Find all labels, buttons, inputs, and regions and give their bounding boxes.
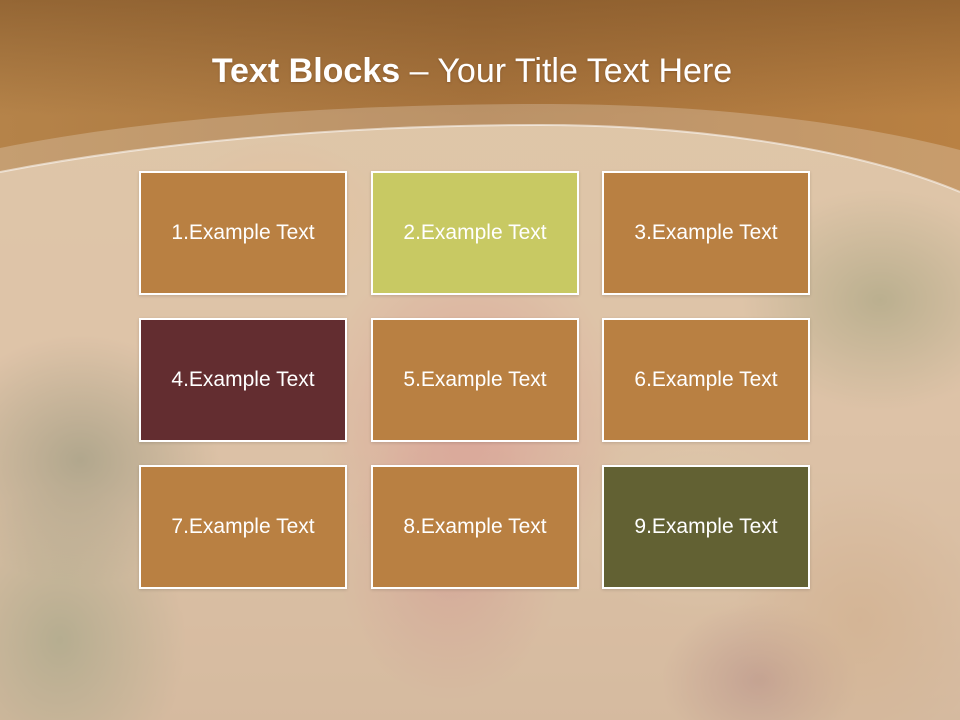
text-block-5[interactable]: 5.Example Text	[371, 318, 579, 442]
text-block-label: 6.Example Text	[634, 368, 778, 391]
text-block-7[interactable]: 7.Example Text	[139, 465, 347, 589]
slide-title: Text Blocks – Your Title Text Here	[0, 52, 944, 91]
text-block-6[interactable]: 6.Example Text	[602, 318, 810, 442]
text-block-label: 3.Example Text	[634, 221, 778, 244]
text-block-2[interactable]: 2.Example Text	[371, 171, 579, 295]
title-separator: –	[409, 52, 429, 90]
title-bold: Text Blocks	[211, 52, 401, 90]
text-block-label: 7.Example Text	[171, 515, 315, 538]
title-rest: Your Title Text Here	[437, 52, 733, 90]
text-block-8[interactable]: 8.Example Text	[371, 465, 579, 589]
text-block-9[interactable]: 9.Example Text	[602, 465, 810, 589]
text-block-3[interactable]: 3.Example Text	[602, 171, 810, 295]
text-block-label: 9.Example Text	[634, 515, 778, 538]
text-block-label: 2.Example Text	[403, 221, 547, 244]
text-block-label: 1.Example Text	[171, 221, 315, 244]
text-block-1[interactable]: 1.Example Text	[139, 171, 347, 295]
text-block-4[interactable]: 4.Example Text	[139, 318, 347, 442]
text-block-label: 8.Example Text	[403, 515, 547, 538]
text-block-label: 5.Example Text	[403, 368, 547, 391]
text-block-label: 4.Example Text	[171, 368, 315, 391]
